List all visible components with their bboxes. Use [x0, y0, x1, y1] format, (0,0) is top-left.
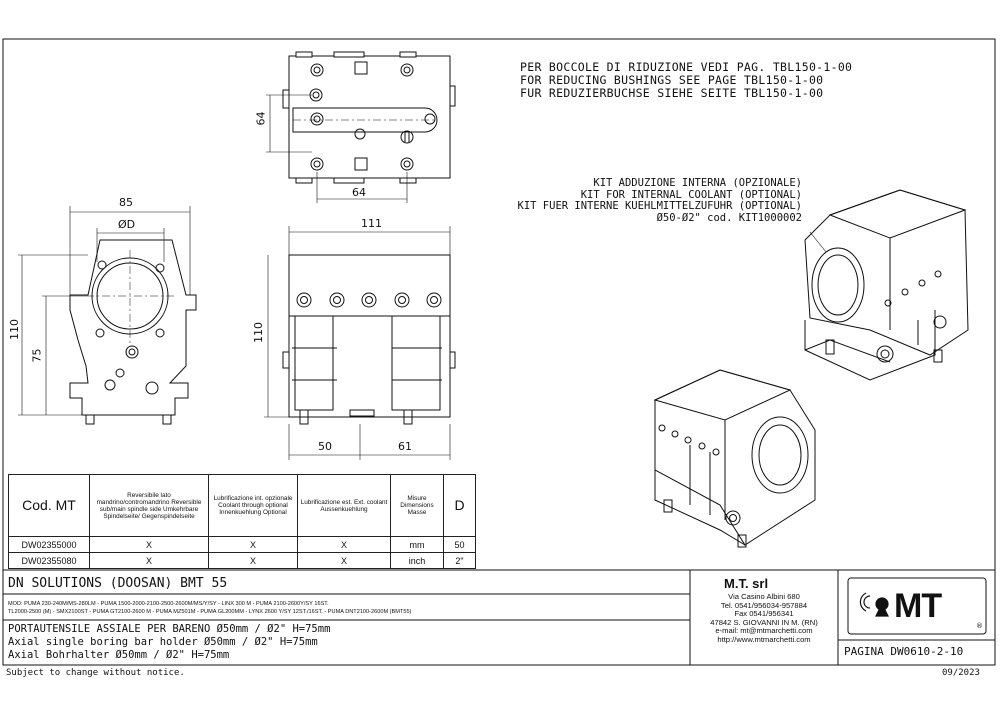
cell-internal-coolant: X — [208, 552, 298, 569]
sheet-frame — [2, 38, 996, 666]
address-street: Via Casino Albini 680 — [728, 592, 800, 601]
reducing-bushing-note: PER BOCCOLE DI RIDUZIONE VEDI PAG. TBL15… — [520, 61, 852, 100]
page-number: PAGINA DW0610-2-10 — [844, 645, 964, 658]
cell-units: mm — [390, 536, 444, 553]
kit-line-it: KIT ADDUZIONE INTERNA (OPZIONALE) — [593, 177, 802, 189]
iso-view-front — [653, 369, 816, 548]
footer-date: 09/2023 — [942, 668, 980, 678]
logo-text: MT — [894, 587, 942, 625]
dim-front-height: 110 — [8, 319, 21, 340]
company-name: M.T. srl — [724, 576, 769, 591]
header-external-coolant: Lubrificazione est. Ext. coolant Aussenk… — [297, 474, 391, 537]
side-view-dims — [264, 226, 451, 460]
address-fax: Fax 0541/956341 — [734, 609, 794, 619]
table-row: DW02355080 X X X inch 2" — [8, 552, 476, 569]
address-city: 47842 S. GIOVANNI IN M. (RN) — [710, 617, 818, 627]
cell-external-coolant: X — [297, 552, 391, 569]
machine-title: DN SOLUTIONS (DOOSAN) BMT 55 — [8, 576, 228, 591]
models-line-1: MOD: PUMA 230-240M/MS-280LM - PUMA 1500-… — [8, 601, 329, 607]
dim-bore: ØD — [118, 218, 136, 231]
cell-units: inch — [390, 552, 444, 569]
front-view — [69, 239, 197, 425]
table-row: DW02355000 X X X mm 50 — [8, 536, 476, 553]
company-address: Via Casino Albini 680 Tel. 0541/956034-9… — [694, 592, 834, 645]
cell-code: DW02355080 — [8, 552, 90, 569]
kit-line-en: KIT FOR INTERNAL COOLANT (OPTIONAL) — [580, 188, 802, 201]
front-view-dims — [18, 206, 191, 416]
footer-disclaimer: Subject to change without notice. — [6, 668, 185, 678]
cell-code: DW02355000 — [8, 536, 90, 553]
side-view — [282, 254, 456, 425]
dim-side-height: 110 — [252, 322, 265, 343]
iso-view-rear — [804, 189, 969, 381]
top-view-dims — [266, 94, 408, 203]
spec-table: Cod. MT Reversibile lato mandrino/contro… — [8, 474, 476, 569]
address-email: e-mail: mt@mtmarchetti.com — [715, 626, 813, 636]
dim-side-right: 61 — [398, 440, 412, 453]
header-internal-coolant: Lubrificazione int. opzionale Coolant th… — [208, 474, 298, 537]
note-line-en: FOR REDUCING BUSHINGS SEE PAGE TBL150-1-… — [520, 73, 824, 87]
cell-d: 50 — [443, 536, 476, 553]
cell-external-coolant: X — [297, 536, 391, 553]
header-reversible: Reversibile lato mandrino/contromandrino… — [89, 474, 209, 537]
coolant-kit-note: KIT ADDUZIONE INTERNA (OPZIONALE) KIT FO… — [517, 177, 802, 224]
dim-side-left: 50 — [318, 440, 332, 453]
cell-reversible: X — [89, 536, 209, 553]
cell-d: 2" — [443, 552, 476, 569]
address-web: http://www.mtmarchetti.com — [717, 634, 811, 644]
registered-mark: ® — [976, 622, 983, 630]
dim-axis-height: 75 — [30, 348, 44, 363]
dim-top-width: 64 — [352, 186, 366, 199]
kit-line-de: KIT FUER INTERNE KUEHLMITTELZUFUHR (OPTI… — [517, 200, 802, 212]
cell-reversible: X — [89, 552, 209, 569]
dim-side-width: 111 — [361, 217, 382, 230]
header-units: Misure Dimensions Masse — [390, 474, 444, 537]
note-line-de: FUR REDUZIERBUCHSE SIEHE SEITE TBL150-1-… — [520, 86, 824, 100]
note-line-it: PER BOCCOLE DI RIDUZIONE VEDI PAG. TBL15… — [520, 60, 853, 74]
description-en: Axial single boring bar holder Ø50mm / Ø… — [8, 636, 318, 648]
address-tel: Tel. 0541/956034-957884 — [720, 600, 808, 610]
top-view — [282, 51, 456, 184]
models-line-2: TL2000-2500 (M) - SMX2100ST - PUMA GT210… — [8, 609, 412, 615]
header-d: D — [443, 474, 476, 537]
dim-front-width: 85 — [119, 196, 133, 209]
kit-line-code: Ø50-Ø2" cod. KIT1000002 — [656, 211, 802, 224]
dim-top-height: 64 — [254, 111, 268, 126]
cell-internal-coolant: X — [208, 536, 298, 553]
description-de: Axial Bohrhalter Ø50mm / Ø2" H=75mm — [8, 649, 230, 661]
mt-logo: MT ® — [852, 586, 983, 630]
logo-frame — [847, 577, 987, 635]
description-it: PORTAUTENSILE ASSIALE PER BARENO Ø50mm /… — [8, 623, 331, 635]
header-code: Cod. MT — [8, 474, 90, 537]
mt-logo-icon — [859, 592, 889, 617]
